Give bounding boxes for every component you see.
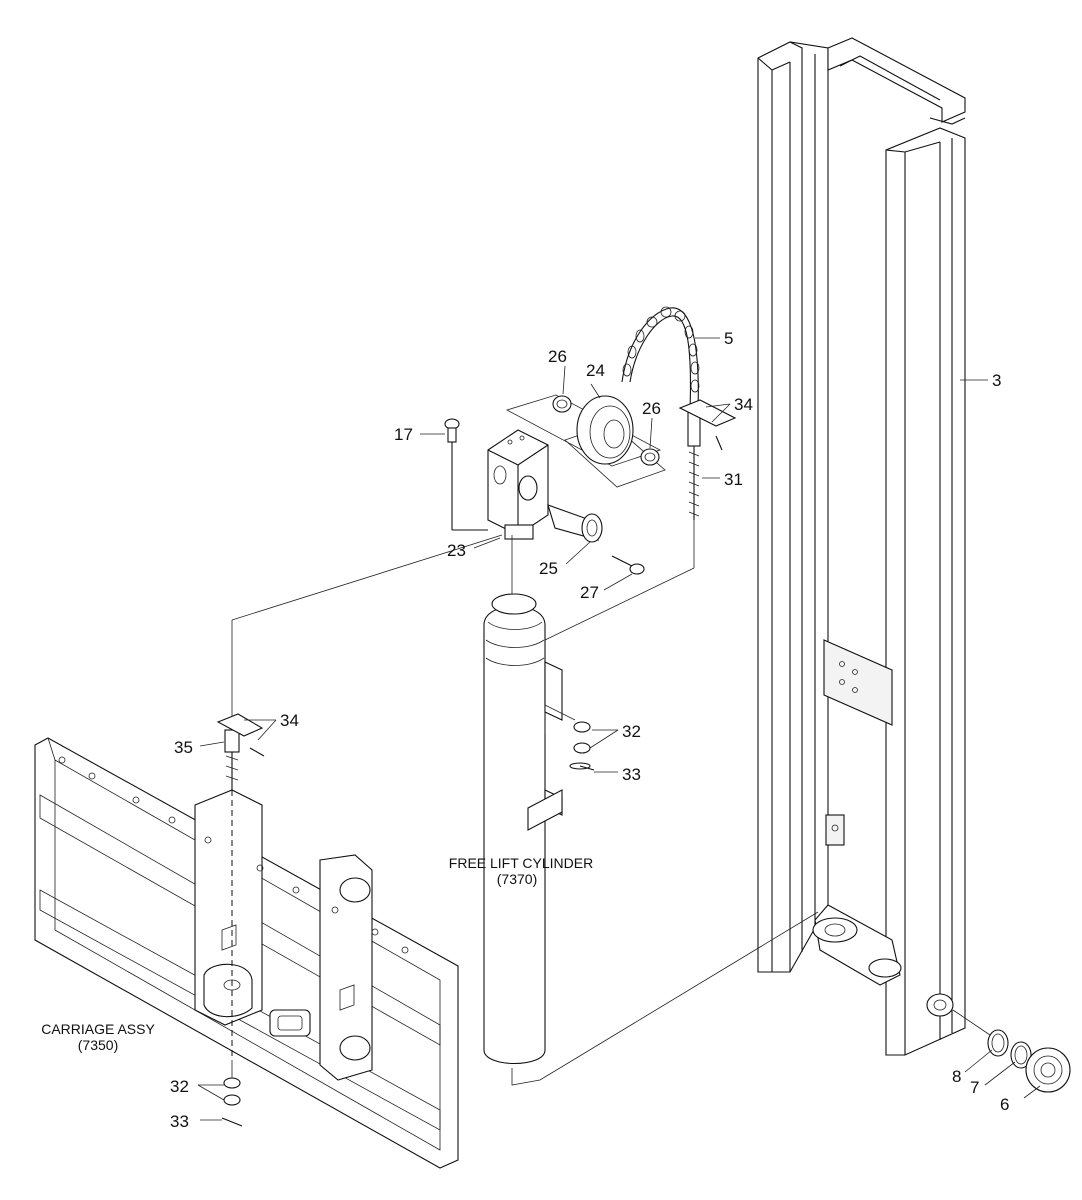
mast-rail [757, 37, 966, 1056]
roller-bearing-stack [952, 1009, 1071, 1093]
callout-26-upper-left: 26 [548, 347, 567, 366]
leader-lines [197, 337, 1041, 1121]
callout-33-cylinder: 33 [622, 765, 641, 784]
carriage-assy-code: (7350) [78, 1037, 118, 1053]
callout-27: 27 [580, 583, 599, 602]
free-lift-cylinder-name: FREE LIFT CYLINDER [449, 855, 593, 871]
carriage-assembly [34, 534, 503, 1169]
callout-6: 6 [1000, 1095, 1009, 1114]
free-lift-cylinder [483, 535, 819, 1086]
free-lift-cylinder-code: (7370) [497, 871, 537, 887]
callout-33-carriage: 33 [170, 1112, 189, 1131]
callout-34-chain: 34 [734, 395, 753, 414]
carriage-assy-name: CARRIAGE ASSY [41, 1021, 155, 1037]
callout-8: 8 [952, 1067, 961, 1086]
callout-34-carriage: 34 [280, 711, 299, 730]
callout-23: 23 [447, 541, 466, 560]
callout-32-carriage: 32 [170, 1077, 189, 1096]
callout-26-lower-right: 26 [642, 399, 661, 418]
callout-3: 3 [992, 371, 1001, 390]
callout-17: 17 [394, 425, 413, 444]
callout-7: 7 [970, 1078, 979, 1097]
assembly-labels: FREE LIFT CYLINDER (7370) CARRIAGE ASSY … [41, 855, 593, 1053]
callout-24: 24 [586, 361, 605, 380]
callout-25: 25 [539, 559, 558, 578]
lift-chain [544, 306, 737, 641]
callout-5: 5 [724, 329, 733, 348]
sheave-bracket-assembly [444, 394, 666, 575]
callout-labels: 3 5 6 7 8 17 23 24 25 26 26 27 31 32 32 … [170, 329, 1009, 1131]
callout-32-cylinder: 32 [622, 722, 641, 741]
callout-31: 31 [724, 470, 743, 489]
callout-35: 35 [174, 738, 193, 757]
